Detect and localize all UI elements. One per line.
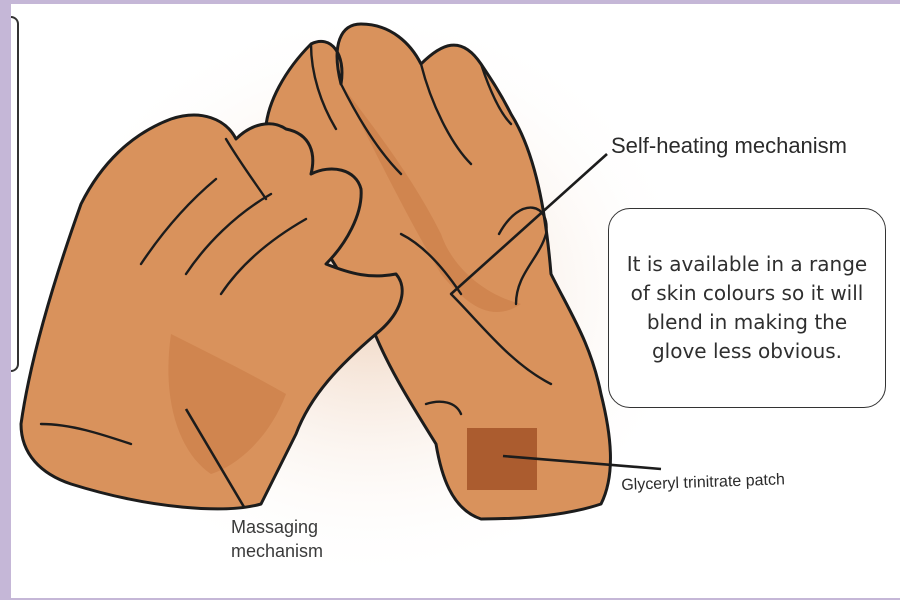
label-self-heating: Self-heating mechanism — [611, 133, 847, 159]
diagram-canvas: Self-heating mechanism It is available i… — [11, 4, 900, 598]
callout-box: It is available in a range of skin colou… — [608, 208, 886, 408]
label-massaging-line2: mechanism — [231, 539, 371, 563]
callout-text: It is available in a range of skin colou… — [623, 250, 871, 366]
label-massaging-line1: Massaging — [231, 515, 371, 539]
label-massaging: Massaging mechanism — [231, 515, 371, 563]
